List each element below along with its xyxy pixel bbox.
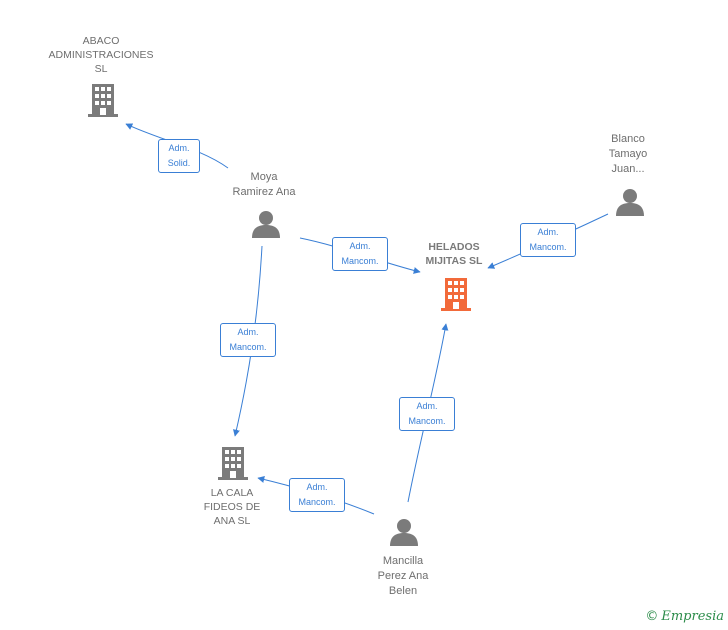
person-icon[interactable] (390, 519, 418, 546)
building-icon[interactable] (88, 84, 118, 117)
edge-label-mancilla-lacala: Adm. Mancom. (289, 478, 345, 512)
brand-watermark: ©Empresia (645, 609, 724, 624)
node-label-helados[interactable]: HELADOS MIJITAS SL (425, 241, 483, 267)
node-label-abaco[interactable]: ABACO ADMINISTRACIONES SL (48, 35, 154, 75)
node-label-moya[interactable]: Moya Ramirez Ana (232, 171, 296, 198)
edge-label-moya-helados: Adm. Mancom. (332, 237, 388, 271)
person-icon[interactable] (616, 189, 644, 216)
edge-label-moya-lacala: Adm. Mancom. (220, 323, 276, 357)
edge-label-moya-abaco: Adm. Solid. (158, 139, 200, 173)
building-icon[interactable] (441, 278, 471, 311)
copyright-symbol: © (645, 609, 659, 624)
edge-label-blanco-helados: Adm. Mancom. (520, 223, 576, 257)
node-label-mancilla[interactable]: Mancilla Perez Ana Belen (377, 555, 429, 597)
edge-label-mancilla-helados: Adm. Mancom. (399, 397, 455, 431)
building-icon[interactable] (218, 447, 248, 480)
person-icon[interactable] (252, 211, 280, 238)
brand-name: Empresia (661, 609, 724, 624)
node-label-blanco[interactable]: Blanco Tamayo Juan... (608, 133, 648, 175)
node-label-la-cala[interactable]: LA CALA FIDEOS DE ANA SL (203, 487, 261, 527)
